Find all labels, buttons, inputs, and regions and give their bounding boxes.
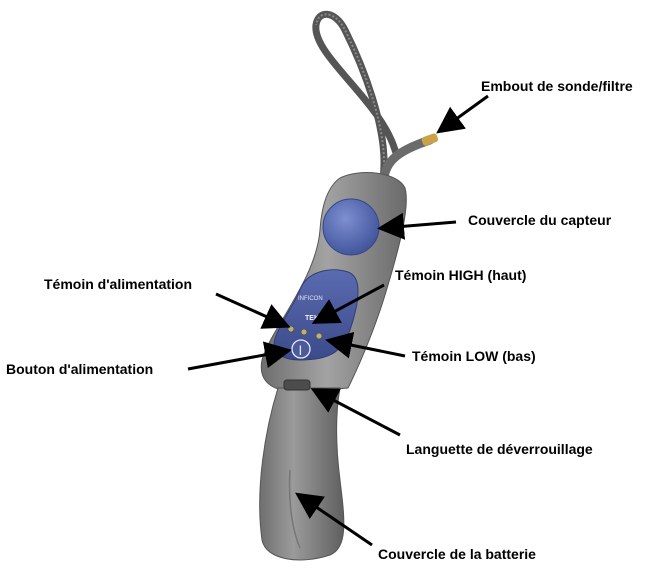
device-handle: [260, 388, 344, 560]
label-sensor-cover: Couvercle du capteur: [468, 212, 612, 228]
label-probe-tip: Embout de sonde/filtre: [481, 78, 633, 94]
brand-text: INFICON: [298, 296, 323, 302]
label-power-indicator: Témoin d'alimentation: [44, 276, 192, 292]
arrow-power-indicator: [216, 294, 285, 325]
release-tab[interactable]: [284, 380, 310, 390]
gooseneck-probe: [316, 14, 430, 178]
power-indicator-led: [288, 326, 294, 332]
arrow-probe-tip: [441, 96, 488, 130]
power-symbol: |: [299, 345, 302, 356]
sensor-cover: [323, 199, 379, 255]
label-low-indicator: Témoin LOW (bas): [412, 348, 536, 364]
low-indicator-led: [316, 333, 322, 339]
label-battery-cover: Couvercle de la batterie: [378, 546, 536, 562]
high-indicator-led: [301, 329, 307, 335]
label-power-button: Bouton d'alimentation: [6, 361, 153, 377]
label-release-tab: Languette de déverrouillage: [406, 441, 593, 457]
label-high-indicator: Témoin HIGH (haut): [395, 267, 526, 283]
